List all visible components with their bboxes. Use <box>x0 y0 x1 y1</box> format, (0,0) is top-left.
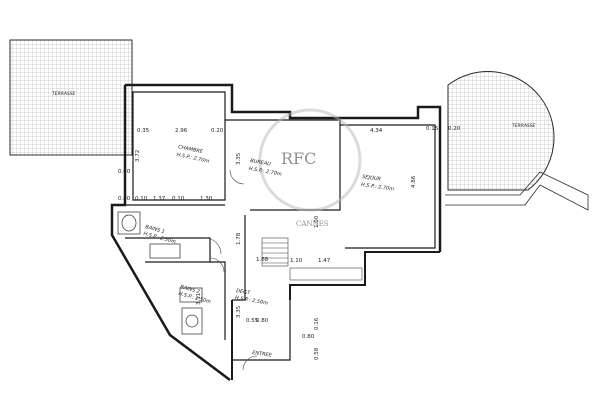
dim-0-80-b: 0.80 <box>256 318 269 324</box>
dim-4-34: 4.34 <box>370 128 383 134</box>
dim-0-10-b: 0.10 <box>172 196 185 202</box>
dim-3-35-b: 3.35 <box>236 305 242 318</box>
room-sejour: SEJOUR <box>362 174 382 183</box>
dim-0-80-c: 0.80 <box>302 334 315 340</box>
watermark-logo: RFC CANNES <box>258 108 362 228</box>
dim-1-47: 1.47 <box>318 258 331 264</box>
dim-0-55: 0.55 <box>246 318 259 324</box>
dim-0-58: 0.58 <box>314 347 320 360</box>
room-chambre: CHAMBRE <box>178 144 205 155</box>
dim-1-37: 1.37 <box>153 196 166 202</box>
dimension-labels: 0.35 2.96 0.20 4.34 0.15 0.20 3.72 0.60 … <box>118 126 461 360</box>
dim-1-10: 1.10 <box>290 258 303 264</box>
room-degt-height: H.S.P.: 2.50m <box>234 295 268 307</box>
terrace-right-label: TERRASSE <box>512 123 535 129</box>
bathroom-fixtures <box>117 211 203 335</box>
dim-4-86: 4.86 <box>411 175 417 188</box>
dim-0-20-b: 0.20 <box>448 126 461 132</box>
dim-2-96: 2.96 <box>175 128 188 134</box>
room-degt: DEGT <box>236 288 252 296</box>
room-bains-1: BAINS 1 <box>144 224 165 235</box>
watermark-word: CANNES <box>296 220 329 228</box>
terrace-left-label: TERRASSE <box>52 91 75 97</box>
room-bains-2: BAINS 2 <box>179 284 200 295</box>
dim-0-80: 0.80 <box>118 196 131 202</box>
dim-0-15: 0.15 <box>426 126 439 132</box>
dim-1-68: 1.68 <box>256 257 269 263</box>
dim-3-11: 3.11 <box>196 293 202 305</box>
dim-1-78: 1.78 <box>236 232 242 245</box>
dim-1-00: 1.00 <box>314 215 320 228</box>
dim-3-72: 3.72 <box>135 150 141 162</box>
room-bureau: BUREAU <box>250 158 272 168</box>
doors <box>204 169 258 371</box>
terrace-right: TERRASSE <box>447 71 555 191</box>
stairs <box>261 237 363 281</box>
room-chambre-height: H.S.P.: 2.70m <box>176 152 210 165</box>
room-entree: ENTREE <box>252 350 273 359</box>
dim-0-16: 0.16 <box>314 317 320 330</box>
dim-0-35: 0.35 <box>137 128 150 134</box>
watermark-monogram: RFC <box>281 149 316 168</box>
dim-1-30: 1.30 <box>200 196 213 202</box>
dim-0-60: 0.60 <box>118 169 131 175</box>
terrace-outline <box>445 171 589 211</box>
dim-3-35: 3.35 <box>236 152 242 165</box>
dim-0-10-a: 0.10 <box>135 196 148 202</box>
exterior-walls <box>110 83 442 381</box>
interior-walls <box>112 91 436 361</box>
terrace-left: TERRASSE <box>9 39 133 156</box>
room-bureau-height: H.S.P.: 2.70m <box>248 166 282 178</box>
room-sejour-height: H.S.P.: 2.70m <box>361 182 395 193</box>
dim-0-20: 0.20 <box>211 128 224 134</box>
